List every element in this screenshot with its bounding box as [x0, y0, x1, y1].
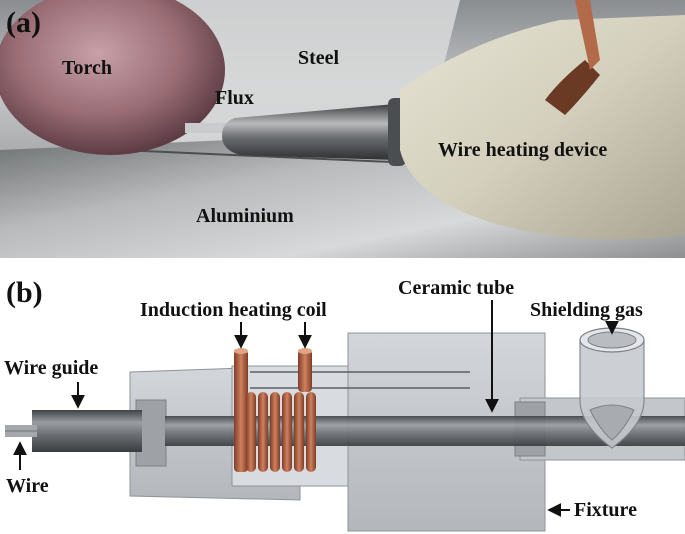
panel-a-photo: (a) Torch Steel Flux Wire heating device…	[0, 0, 685, 258]
label-aluminium: Aluminium	[196, 205, 294, 227]
coil-turn	[306, 392, 316, 472]
label-shielding-gas: Shielding gas	[530, 299, 643, 321]
flux-wire	[185, 123, 245, 133]
coil-turn	[270, 392, 280, 472]
coil-lead-right-top	[298, 348, 312, 354]
wire-guide-body	[32, 410, 142, 452]
torch-shape	[0, 0, 225, 155]
shielding-gas-cup	[579, 327, 645, 449]
label-ceramic-tube: Ceramic tube	[398, 277, 514, 299]
gas-cup-opening	[587, 331, 637, 349]
label-wire-heating-device: Wire heating device	[438, 139, 607, 161]
induction-coil	[234, 348, 316, 472]
panel-a-tag: (a)	[6, 6, 41, 39]
gas-cup-tip	[589, 404, 635, 441]
label-flux: Flux	[215, 87, 254, 109]
coil-turn	[294, 392, 304, 472]
device-copper-wire	[575, 0, 600, 70]
coil-lead-right	[298, 350, 312, 392]
coil-turn	[246, 392, 256, 472]
label-induction-heating-coil: Induction heating coil	[140, 299, 327, 321]
coil-turn	[282, 392, 292, 472]
coil-lead-left-top	[234, 348, 248, 354]
wire-nozzle	[222, 104, 395, 160]
label-wire-guide: Wire guide	[4, 357, 98, 379]
label-steel: Steel	[298, 47, 340, 69]
panel-b-tag: (b)	[6, 276, 43, 309]
device-copper-leads	[545, 60, 600, 115]
panel-b-schematic: (b) Induction heating coil Ceramic tube …	[0, 260, 685, 534]
coil-turn	[258, 392, 268, 472]
label-wire: Wire	[6, 475, 49, 497]
wire-heating-device-body	[400, 15, 685, 240]
label-torch: Torch	[62, 57, 112, 79]
coil-lead-left	[234, 350, 248, 472]
label-fixture: Fixture	[574, 499, 637, 521]
